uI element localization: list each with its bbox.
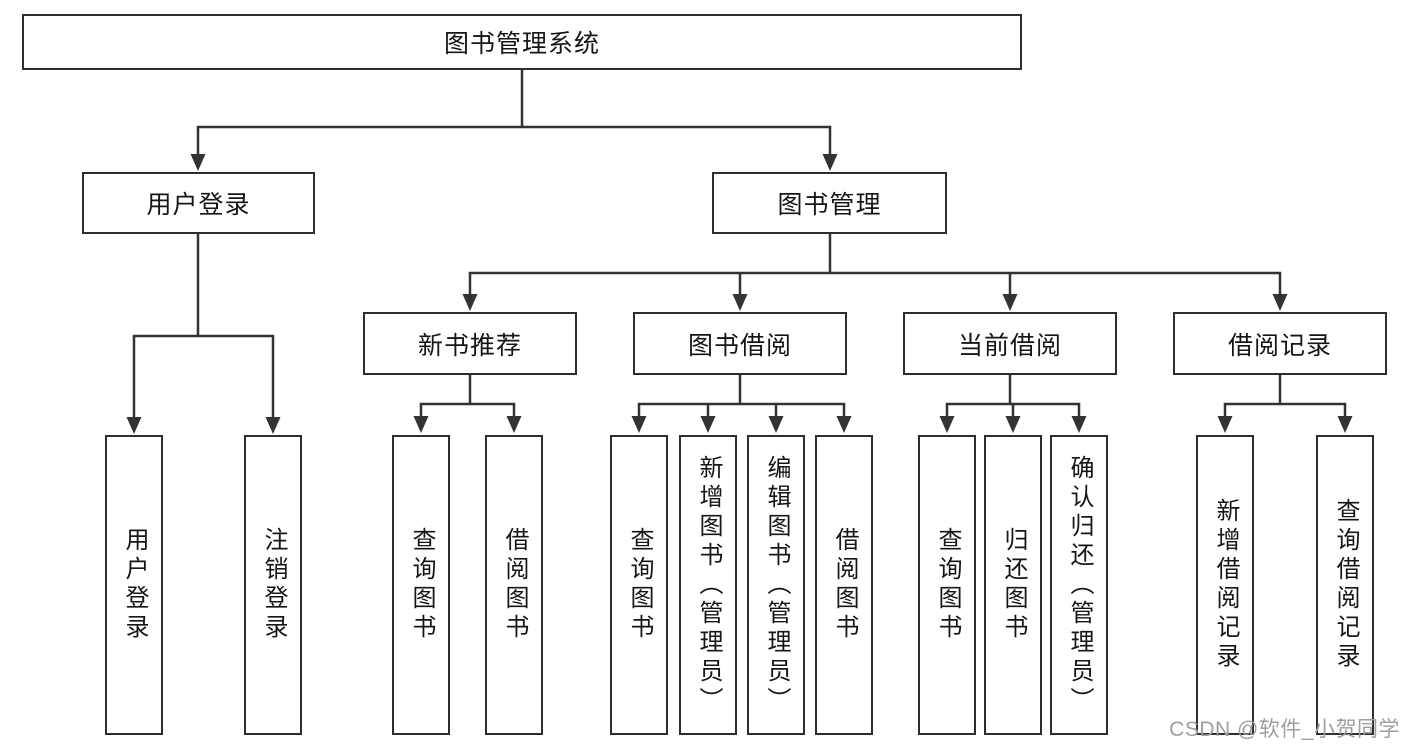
- node-book-borrow: 图书借阅: [633, 312, 847, 375]
- leaf-return-book: 归还图书: [984, 435, 1042, 735]
- leaf-borrow-books: 借阅图书: [815, 435, 873, 735]
- connector-arrowheads: [126, 154, 1353, 434]
- node-book-management: 图书管理: [712, 172, 947, 234]
- node-new-book-recommend: 新书推荐: [363, 312, 577, 375]
- leaf-borrow-books-recommend: 借阅图书: [485, 435, 543, 735]
- leaf-query-borrow-record: 查询借阅记录: [1316, 435, 1374, 735]
- leaf-add-borrow-record: 新增借阅记录: [1196, 435, 1254, 735]
- node-borrow-records: 借阅记录: [1173, 312, 1387, 375]
- leaf-confirm-return-admin: 确认归还（管理员）: [1050, 435, 1108, 735]
- leaf-edit-book-admin: 编辑图书（管理员）: [747, 435, 805, 735]
- leaf-add-book-admin: 新增图书（管理员）: [679, 435, 737, 735]
- node-user-login: 用户登录: [82, 172, 315, 234]
- leaf-query-books-recommend: 查询图书: [392, 435, 450, 735]
- leaf-query-books-current: 查询图书: [918, 435, 976, 735]
- leaf-user-login: 用户登录: [105, 435, 163, 735]
- leaf-logout: 注销登录: [244, 435, 302, 735]
- leaf-query-books-borrow: 查询图书: [610, 435, 668, 735]
- node-root: 图书管理系统: [22, 14, 1022, 70]
- node-current-borrow: 当前借阅: [903, 312, 1117, 375]
- watermark-text: CSDN @软件_小贺同学: [1169, 718, 1400, 741]
